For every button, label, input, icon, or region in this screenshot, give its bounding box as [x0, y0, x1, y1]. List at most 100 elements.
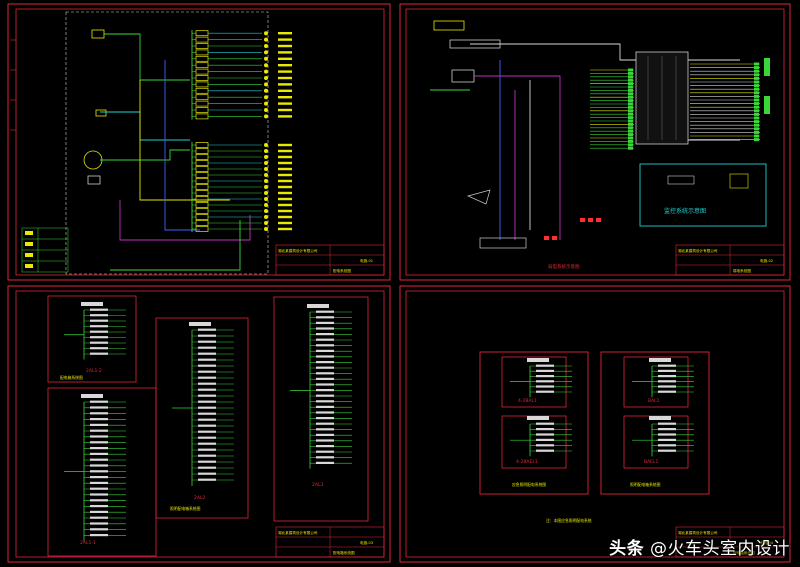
- panel-header-mark: [527, 416, 549, 420]
- circuit-text-mark: [316, 411, 334, 414]
- circuit-text-mark: [536, 369, 554, 372]
- sheet-2-bottom-caption: 弱电系统示意图: [548, 263, 580, 270]
- terminal-block: [628, 129, 633, 133]
- terminal-block: [754, 66, 759, 70]
- sheet-2-company: 湖北某建筑设计有限公司: [678, 248, 718, 253]
- circuit-text-mark: [90, 314, 108, 317]
- sheet-3-panel-label-4: 2AL3: [312, 482, 323, 488]
- load-symbol: [264, 44, 268, 48]
- sheet-3-company: 湖北某建筑设计有限公司: [278, 530, 318, 535]
- circuit-text-mark: [316, 349, 334, 352]
- circuit-text-mark: [316, 338, 334, 341]
- load-symbol: [264, 37, 268, 42]
- load-symbol: [264, 95, 268, 100]
- terminal-block: [754, 91, 759, 95]
- load-symbol: [264, 191, 268, 195]
- load-symbol: [264, 56, 268, 61]
- terminal-block: [754, 112, 759, 116]
- circuit-text-mark: [90, 499, 108, 502]
- terminal-block: [628, 136, 633, 140]
- circuit-text-mark: [198, 466, 216, 469]
- sheet-4-panel-label-1: 4-2BAL1: [518, 398, 537, 404]
- circuit-text-mark: [198, 334, 216, 337]
- circuit-text-mark: [90, 435, 108, 438]
- terminal-block: [628, 75, 633, 79]
- load-symbol: [264, 215, 268, 219]
- circuit-text-mark: [658, 449, 676, 452]
- circuit-text-mark: [316, 366, 334, 369]
- terminal-block: [628, 78, 633, 82]
- circuit-label-mark: [278, 38, 292, 41]
- load-symbol: [264, 209, 268, 213]
- circuit-label-mark: [278, 167, 292, 171]
- circuit-label-mark: [278, 64, 292, 67]
- sheet-4-inner-frame: [405, 290, 785, 558]
- sheet-3-panel-box-3: [155, 317, 249, 519]
- circuit-text-mark: [536, 428, 554, 431]
- terminal-block: [754, 87, 759, 91]
- circuit-text-mark: [658, 380, 676, 383]
- circuit-text-mark: [198, 442, 216, 445]
- terminal-block: [754, 105, 759, 109]
- circuit-label-mark: [278, 108, 292, 112]
- circuit-text-mark: [198, 364, 216, 367]
- circuit-text-mark: [198, 412, 216, 415]
- circuit-text-mark: [90, 441, 108, 444]
- sheet-2-antenna: [466, 189, 491, 205]
- circuit-text-mark: [90, 481, 108, 484]
- circuit-text-mark: [90, 464, 108, 467]
- sheet-1-inner-frame: [15, 8, 385, 276]
- circuit-text-mark: [316, 383, 334, 386]
- load-symbol: [264, 227, 268, 231]
- sheet-1-legend-table: [21, 227, 69, 273]
- sheet-3-panel-label-2: 2AL1-1: [80, 540, 96, 546]
- panel-header-mark: [81, 302, 103, 306]
- circuit-text-mark: [658, 433, 676, 436]
- circuit-text-mark: [198, 436, 216, 439]
- terminal-block: [754, 138, 759, 142]
- terminal-block: [628, 126, 633, 130]
- circuit-text-mark: [198, 328, 216, 331]
- sheet-4: 4-2BAL1 4-2BAEL1 BAL1 BAEL1 应急照明配电系统图 照明…: [399, 285, 791, 563]
- circuit-text-mark: [90, 510, 108, 513]
- sheet-4-group-caption-left: 应急照明配电系统图: [512, 482, 546, 487]
- load-symbol: [264, 161, 268, 165]
- circuit-text-mark: [90, 516, 108, 519]
- circuit-text-mark: [90, 429, 108, 432]
- circuit-text-mark: [198, 406, 216, 409]
- terminal-block: [754, 62, 759, 66]
- panel-header-mark: [189, 322, 211, 326]
- circuit-label-mark: [278, 227, 292, 231]
- sheet-3-drawing-title: 配电箱系统图: [333, 550, 355, 555]
- circuit-label-mark: [278, 32, 292, 35]
- terminal-block: [628, 68, 633, 72]
- sheet-2-inset-box: [639, 163, 767, 227]
- circuit-text-mark: [198, 454, 216, 457]
- sheet-2-terminal-rows-right: [690, 62, 760, 142]
- load-symbol: [264, 149, 268, 153]
- sheet-4-group-box-left: [479, 351, 589, 495]
- terminal-block: [754, 94, 759, 98]
- load-symbol: [264, 179, 268, 183]
- terminal-block: [628, 71, 633, 75]
- circuit-text-mark: [90, 352, 108, 355]
- circuit-text-mark: [316, 400, 334, 403]
- sheet-3-panel-box-4: [273, 296, 369, 522]
- terminal-block: [628, 92, 633, 96]
- sheet-3-outer-frame: [7, 285, 391, 563]
- circuit-text-mark: [316, 316, 334, 319]
- circuit-text-mark: [316, 361, 334, 364]
- sheet-1: 湖北某建筑设计有限公司 配电系统图 电施-01: [7, 3, 391, 281]
- circuit-text-mark: [90, 528, 108, 531]
- terminal-block: [628, 109, 633, 113]
- sheet-1-trunk-wires: [100, 33, 251, 271]
- circuit-text-mark: [198, 352, 216, 355]
- circuit-text-mark: [198, 478, 216, 481]
- circuit-text-mark: [316, 417, 334, 420]
- circuit-text-mark: [316, 355, 334, 358]
- terminal-block: [754, 123, 759, 127]
- circuit-text-mark: [198, 472, 216, 475]
- circuit-text-mark: [658, 444, 676, 447]
- circuit-text-mark: [536, 375, 554, 378]
